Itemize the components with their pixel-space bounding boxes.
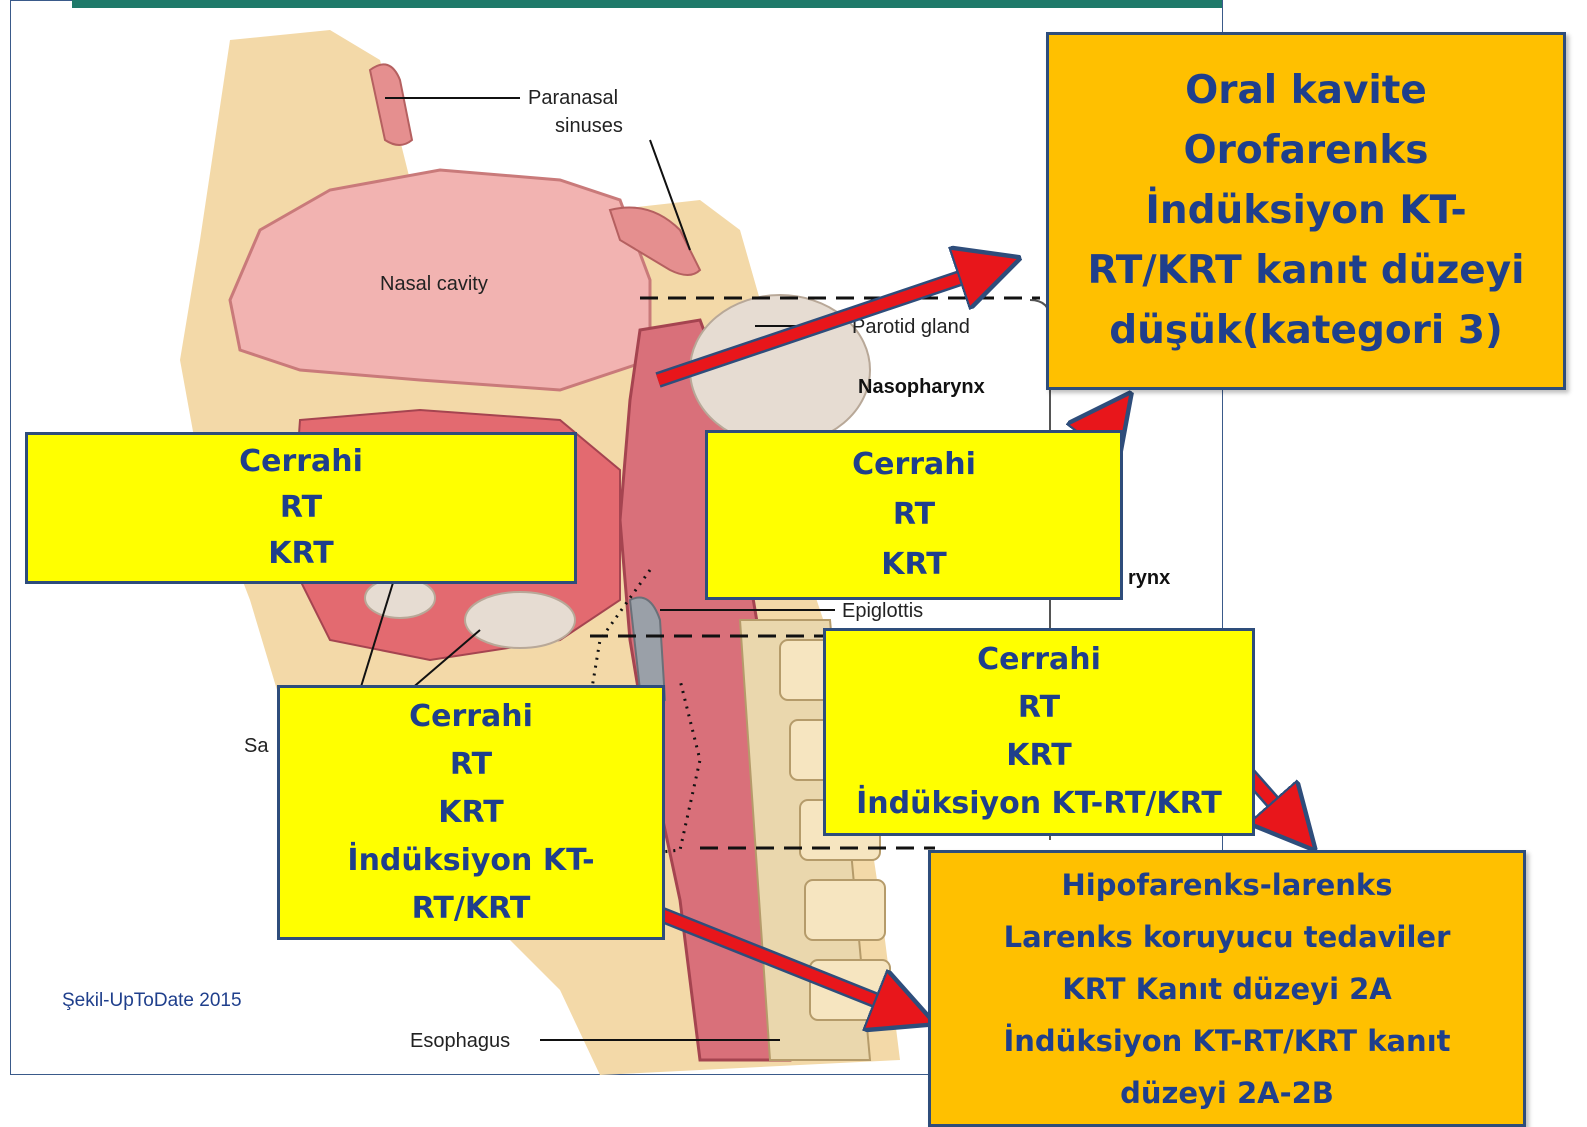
box-line: Orofarenks bbox=[1183, 121, 1428, 181]
box-line: RT bbox=[1018, 684, 1060, 732]
box-line: düzeyi 2A-2B bbox=[1120, 1067, 1334, 1119]
salivary-label-fragment: Sa bbox=[244, 735, 269, 757]
box-line: İndüksiyon KT-RT/KRT kanıt bbox=[1003, 1015, 1450, 1067]
box-line: KRT bbox=[268, 531, 333, 577]
oropharynx-label-fragment: rynx bbox=[1128, 567, 1170, 589]
epiglottis-label: Epiglottis bbox=[842, 600, 923, 622]
evidence-box-oral-oropharynx: Oral kavite Orofarenks İndüksiyon KT- RT… bbox=[1046, 32, 1566, 390]
treatment-box-nasal: Cerrahi RT KRT bbox=[25, 432, 577, 584]
box-line: düşük(kategori 3) bbox=[1109, 301, 1503, 361]
box-line: Larenks koruyucu tedaviler bbox=[1004, 911, 1451, 963]
paranasal-label-1: Paranasal bbox=[528, 87, 618, 109]
nasopharynx-label: Nasopharynx bbox=[858, 376, 985, 398]
box-line: KRT bbox=[1006, 732, 1071, 780]
treatment-box-nasopharynx: Cerrahi RT KRT bbox=[705, 430, 1123, 600]
treatment-box-hypopharynx: Cerrahi RT KRT İndüksiyon KT-RT/KRT bbox=[823, 628, 1255, 836]
salivary-gland-small-shape bbox=[365, 578, 435, 618]
box-line: İndüksiyon KT- bbox=[1145, 181, 1466, 241]
treatment-box-oral-cavity: Cerrahi RT KRT İndüksiyon KT- RT/KRT bbox=[277, 685, 665, 940]
box-line: RT bbox=[893, 490, 935, 540]
box-line: RT bbox=[450, 741, 492, 789]
box-line: Cerrahi bbox=[239, 439, 363, 485]
box-line: KRT Kanıt düzeyi 2A bbox=[1062, 963, 1391, 1015]
paranasal-label-2: sinuses bbox=[555, 115, 623, 137]
nasal-cavity-label: Nasal cavity bbox=[380, 273, 488, 295]
box-line: İndüksiyon KT-RT/KRT bbox=[856, 780, 1222, 828]
esophagus-label: Esophagus bbox=[410, 1030, 510, 1052]
box-line: Cerrahi bbox=[977, 636, 1101, 684]
parotid-label: Parotid gland bbox=[852, 316, 970, 338]
box-line: RT/KRT bbox=[412, 885, 531, 933]
evidence-box-hypopharynx-larynx: Hipofarenks-larenks Larenks koruyucu ted… bbox=[928, 850, 1526, 1127]
box-line: KRT bbox=[438, 789, 503, 837]
box-line: Oral kavite bbox=[1185, 61, 1427, 121]
box-line: Hipofarenks-larenks bbox=[1062, 859, 1393, 911]
box-line: RT bbox=[280, 485, 322, 531]
box-line: KRT bbox=[881, 540, 946, 590]
box-line: RT/KRT kanıt düzeyi bbox=[1087, 241, 1524, 301]
salivary-gland-shape bbox=[465, 592, 575, 648]
box-line: Cerrahi bbox=[852, 440, 976, 490]
box-line: İndüksiyon KT- bbox=[347, 837, 594, 885]
box-line: Cerrahi bbox=[409, 693, 533, 741]
figure-source-caption: Şekil-UpToDate 2015 bbox=[62, 990, 242, 1012]
